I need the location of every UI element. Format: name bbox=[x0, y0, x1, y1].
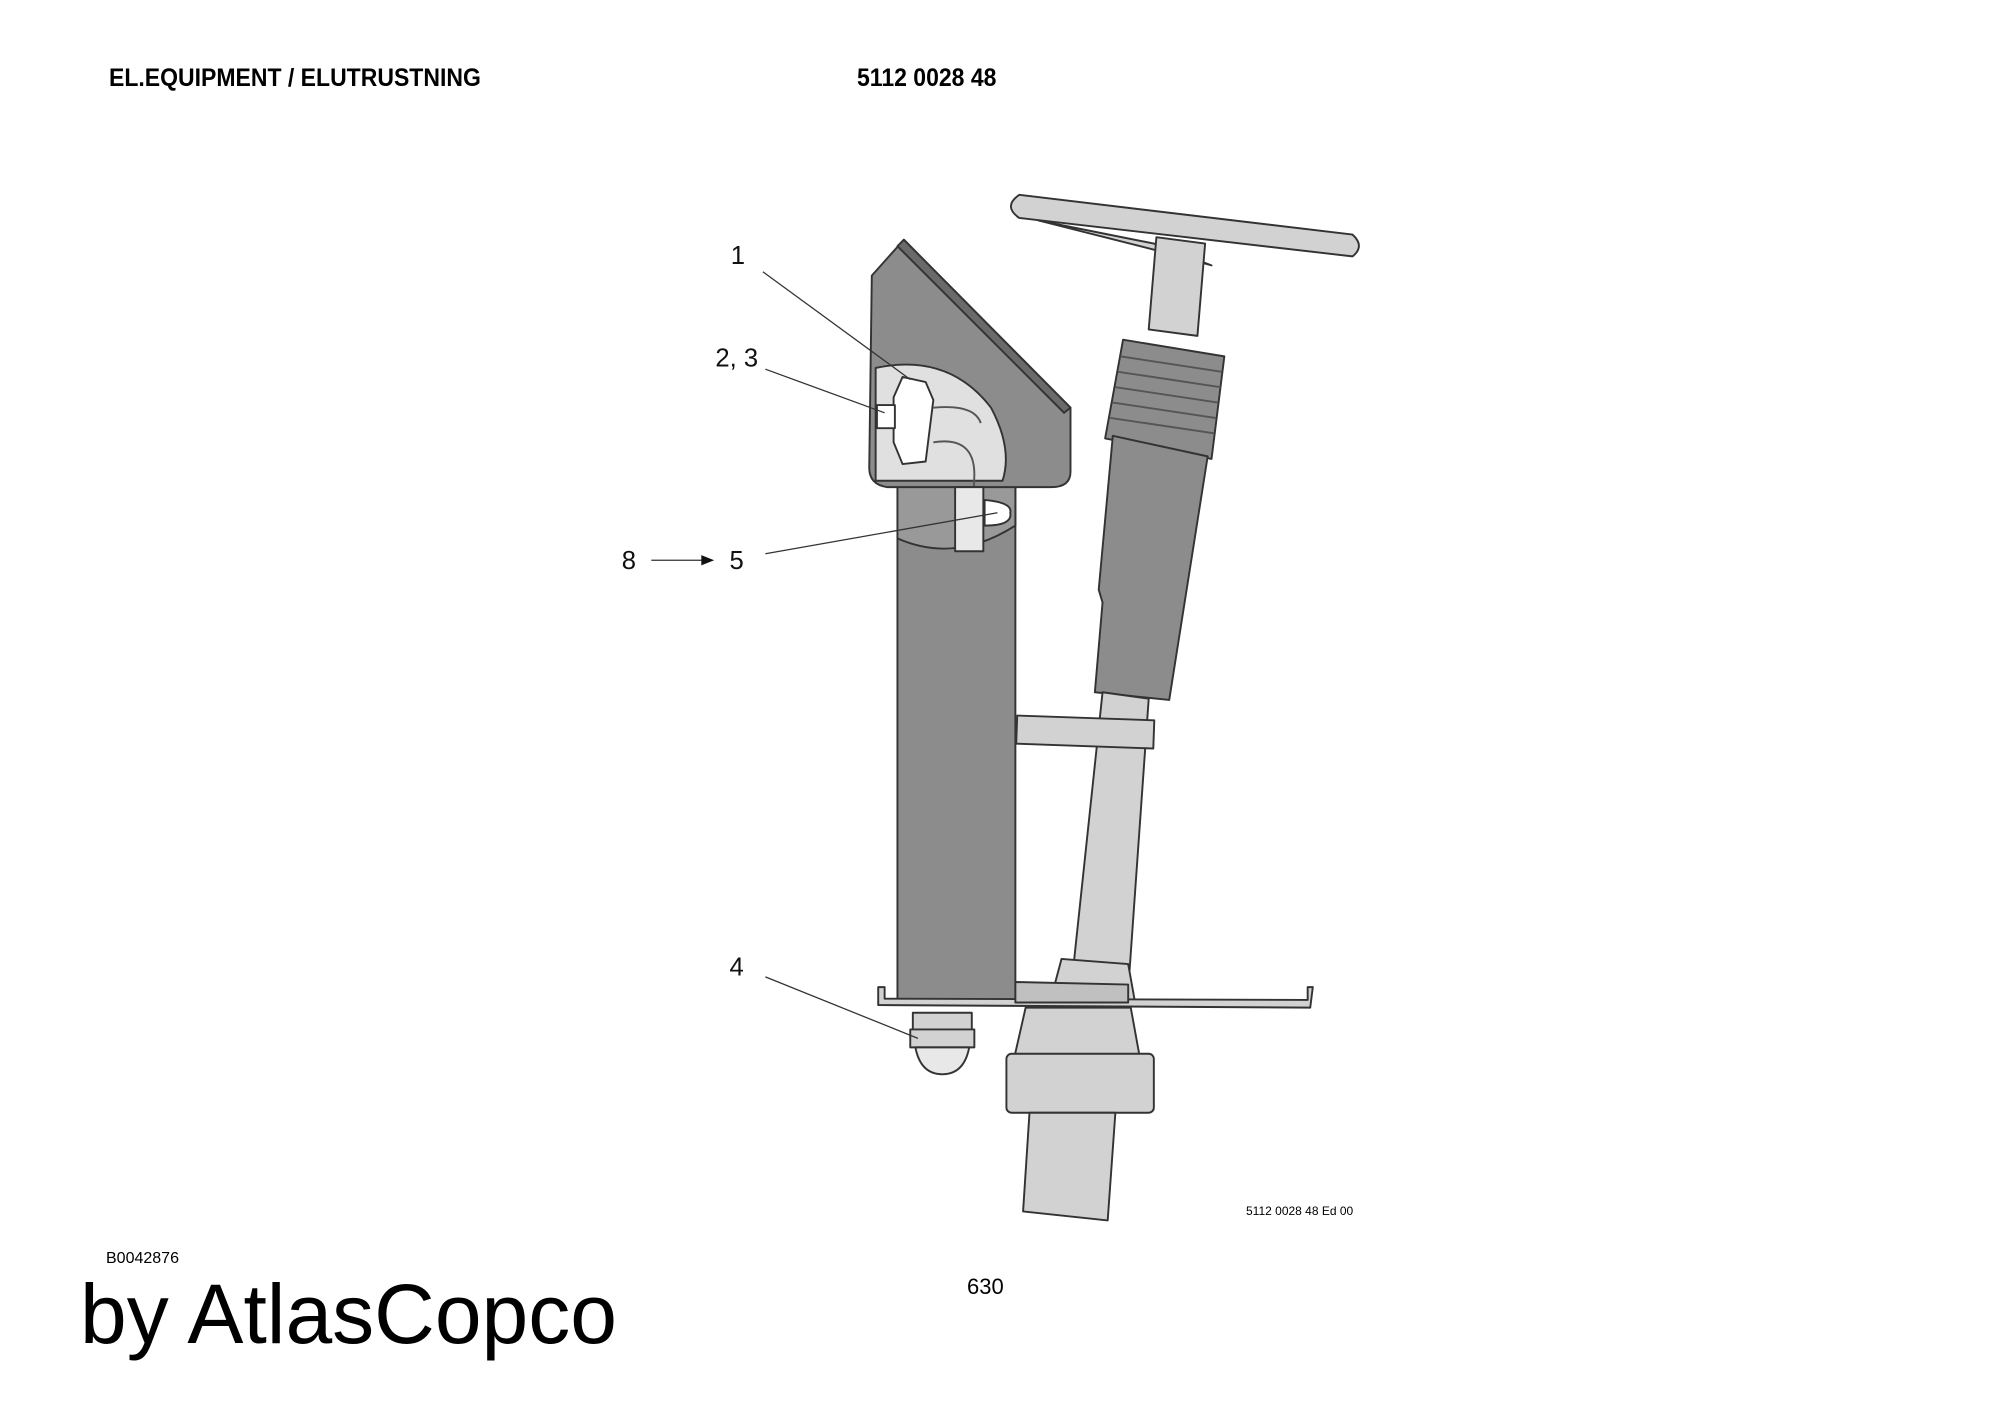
steering-wheel bbox=[1009, 193, 1360, 267]
section-title: EL.EQUIPMENT / ELUTRUSTNING bbox=[109, 64, 481, 92]
bellows bbox=[1104, 338, 1226, 460]
leader-line-5 bbox=[765, 512, 998, 555]
drawing-reference: 5112 0028 48 Ed 00 bbox=[1246, 1204, 1354, 1218]
arrow-head-icon bbox=[701, 555, 715, 566]
leader-line-4 bbox=[765, 976, 919, 1039]
leader-line-2-3 bbox=[765, 368, 885, 414]
upper-steering-tube bbox=[1147, 236, 1207, 337]
base-plate bbox=[877, 986, 1314, 1009]
clamp-bar bbox=[1015, 714, 1156, 750]
callout-4: 4 bbox=[730, 954, 744, 982]
callout-8: 8 bbox=[622, 547, 636, 575]
brand-footer: by AtlasCopco bbox=[80, 1267, 617, 1361]
part-number: 5112 0028 48 bbox=[857, 64, 997, 92]
column-sleeve bbox=[1093, 434, 1209, 701]
page-number: 630 bbox=[967, 1274, 1004, 1299]
column-bottom-tube bbox=[1022, 1111, 1117, 1222]
callout-2-3: 2, 3 bbox=[715, 345, 758, 373]
leader-line-1 bbox=[762, 271, 911, 380]
drawing-code: B0042876 bbox=[106, 1250, 179, 1267]
electrical-column bbox=[868, 238, 1072, 1007]
cable-gland-nut bbox=[909, 1011, 976, 1076]
callout-5: 5 bbox=[730, 547, 744, 575]
callout-1: 1 bbox=[731, 242, 745, 270]
